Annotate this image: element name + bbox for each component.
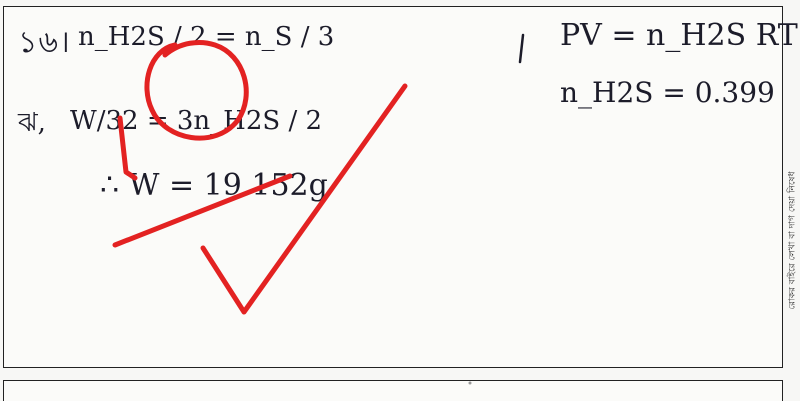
next-answer-box <box>3 380 783 401</box>
mass-equation: W/32 = 3n_H2S / 2 <box>70 106 323 136</box>
ideal-gas-equation: PV = n_H2S RT <box>560 18 798 53</box>
question-number: ১৬। <box>18 25 71 60</box>
margin-note-text: রোকর বাইরে লেখা বা দাগ দেয়া নিষেধ <box>787 170 798 310</box>
result-mass: ∴ W = 19.152g <box>100 168 328 203</box>
margin-note: রোকর বাইরে লেখা বা দাগ দেয়া নিষেধ <box>785 110 799 370</box>
ratio-equation: n_H2S / 2 = n_S / 3 <box>78 22 335 52</box>
option-marker: ঝ, <box>18 108 46 138</box>
moles-value: n_H2S = 0.399 <box>560 76 775 109</box>
